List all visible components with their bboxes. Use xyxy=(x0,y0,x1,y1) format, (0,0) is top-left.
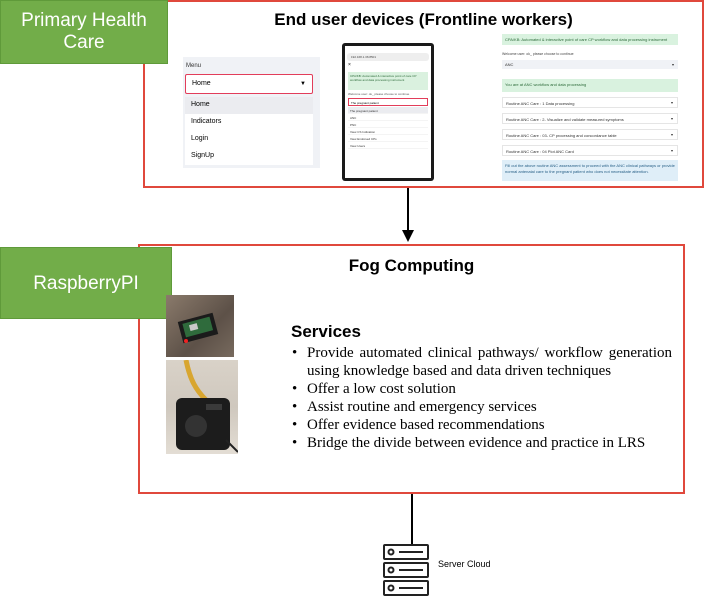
form-welcome: Welcome user: ok_ please choose to conti… xyxy=(502,52,574,56)
chevron-down-icon: ▾ xyxy=(670,116,673,121)
menu-item-indicators[interactable]: Indicators xyxy=(191,118,222,125)
service-text: Bridge the divide between evidence and p… xyxy=(307,435,646,451)
form-row-label: Routine ANC Care : 04 Plot ANC Card xyxy=(506,149,574,154)
close-icon[interactable]: × xyxy=(348,62,351,68)
server-cloud-label: Server Cloud xyxy=(438,559,491,569)
chevron-down-icon: ▾ xyxy=(670,100,673,105)
chevron-down-icon: ▾ xyxy=(671,62,674,67)
menu-item-login[interactable]: Login xyxy=(191,135,209,142)
phone-screenshot: 192.168.1.36:8501 × CPA/KB: Automated & … xyxy=(342,43,434,181)
service-text: Offer evidence based recommendations xyxy=(307,417,545,433)
list-item: • Offer a low cost solution xyxy=(291,380,672,398)
down-arrow-icon xyxy=(402,230,414,242)
menu-screenshot: Menu Home ▼ Home Indicators Login SignUp xyxy=(183,57,320,168)
phone-option[interactable]: The pregnant patient xyxy=(348,107,428,114)
menu-list: Home Indicators Login SignUp xyxy=(185,97,313,165)
phone-option[interactable]: View Endorsed CPs xyxy=(348,135,428,142)
form-row[interactable]: Routine ANC Care : 04 Plot ANC Card ▾ xyxy=(502,145,678,156)
phone-option[interactable]: PNC xyxy=(348,121,428,128)
form-screenshot: CPA/KB: Automated & interactive point of… xyxy=(500,32,680,182)
menu-item-home[interactable]: Home xyxy=(185,97,313,114)
phone-url-bar[interactable]: 192.168.1.36:8501 xyxy=(347,53,429,61)
form-row-label: Routine ANC Care : 1 Data processing xyxy=(506,101,575,106)
bullet: • xyxy=(292,345,298,361)
phone-screen: 192.168.1.36:8501 × CPA/KB: Automated & … xyxy=(345,46,431,178)
connector-line-top xyxy=(407,188,409,233)
form-row[interactable]: Routine ANC Care : 03- CP processing and… xyxy=(502,129,678,140)
bullet: • xyxy=(292,381,298,397)
form-status: You are at ANC workflow and data process… xyxy=(502,79,678,92)
bullet: • xyxy=(292,417,298,433)
phone-select[interactable]: The pregnant patient xyxy=(348,98,428,106)
phone-status-bar xyxy=(345,46,431,52)
raspberry-pi-case-icon xyxy=(176,360,238,453)
phone-prompt: Welcome user: ok_ please choose to conti… xyxy=(348,92,410,96)
chevron-down-icon: ▼ xyxy=(300,81,306,87)
primary-health-care-label-overlay: Primary Health Care xyxy=(21,10,147,53)
services-list: • Provide automated clinical pathways/ wo… xyxy=(291,344,672,452)
services-title: Services xyxy=(291,322,361,341)
primary-health-care-tag-overlay: Primary Health Care xyxy=(0,0,168,64)
form-select-value: ANC xyxy=(505,62,514,67)
end-user-devices-title: End user devices (Frontline workers) xyxy=(274,10,573,29)
raspberry-pi-label: RaspberryPI xyxy=(33,273,139,294)
chevron-down-icon: ▾ xyxy=(670,132,673,137)
phone-alert: CPA/KB: Automated & interactive point of… xyxy=(348,72,428,90)
list-item: • Bridge the divide between evidence and … xyxy=(291,434,672,452)
raspberry-pi-board-icon xyxy=(177,312,219,344)
raspberry-pi-tag: RaspberryPI xyxy=(0,247,172,319)
phone-option[interactable]: ANC xyxy=(348,114,428,121)
form-row[interactable]: Routine ANC Care : 2- Visualize and vali… xyxy=(502,113,678,124)
form-row-label: Routine ANC Care : 2- Visualize and vali… xyxy=(506,117,624,122)
service-text: Provide automated clinical pathways/ wor… xyxy=(307,345,672,379)
connector-line-bottom xyxy=(411,494,413,544)
menu-select-value: Home xyxy=(192,80,211,87)
form-header: CPA/KB: Automated & interactive point of… xyxy=(502,34,678,45)
form-info: Fill out the above routine ANC assessmen… xyxy=(502,160,678,181)
service-text: Assist routine and emergency services xyxy=(307,399,537,415)
bullet: • xyxy=(292,435,298,451)
form-row[interactable]: Routine ANC Care : 1 Data processing ▾ xyxy=(502,97,678,108)
form-row-label: Routine ANC Care : 03- CP processing and… xyxy=(506,133,617,138)
phone-option[interactable]: View CS Indication xyxy=(348,128,428,135)
services-section: Services • Provide automated clinical pat… xyxy=(291,322,672,452)
server-icon xyxy=(383,544,429,596)
list-item: • Provide automated clinical pathways/ wo… xyxy=(291,344,672,380)
fog-computing-title: Fog Computing xyxy=(348,256,475,275)
menu-label: Menu xyxy=(186,63,202,69)
menu-select[interactable]: Home ▼ xyxy=(185,74,313,94)
list-item: • Offer evidence based recommendations xyxy=(291,416,672,434)
menu-item-signup[interactable]: SignUp xyxy=(191,152,214,159)
service-text: Offer a low cost solution xyxy=(307,381,456,397)
chevron-down-icon: ▾ xyxy=(670,148,673,153)
form-select[interactable]: ANC ▾ xyxy=(502,60,678,69)
raspberry-pi-case-photo xyxy=(166,360,238,454)
phone-option[interactable]: View Users xyxy=(348,142,428,149)
list-item: • Assist routine and emergency services xyxy=(291,398,672,416)
raspberry-pi-board-photo xyxy=(166,295,234,357)
bullet: • xyxy=(292,399,298,415)
